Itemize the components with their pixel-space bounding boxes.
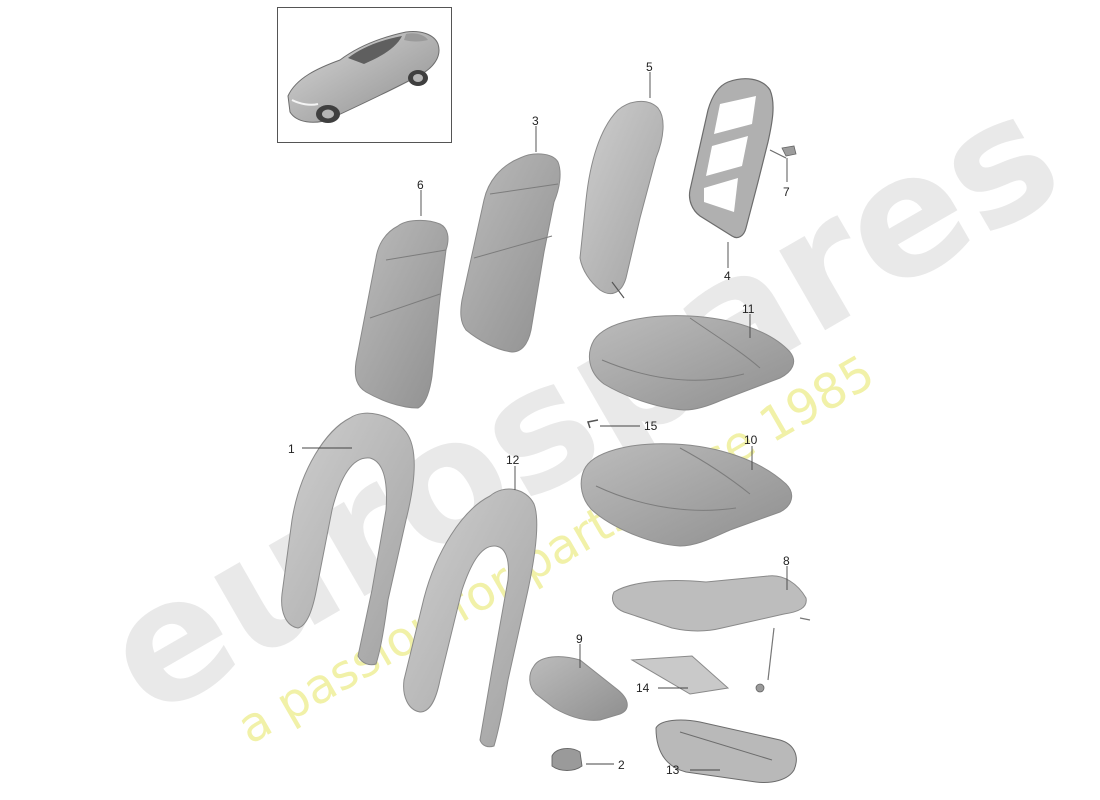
- callout-1: 1: [288, 442, 295, 456]
- part-6-seat-back-pad: [354, 219, 449, 409]
- part-3-seat-back-cushion: [460, 153, 561, 353]
- part-5-backrest-shell: [579, 101, 664, 299]
- callout-12: 12: [506, 453, 520, 467]
- part-2-bracket: [551, 748, 583, 771]
- callout-10: 10: [744, 433, 758, 447]
- watermark: eurospares a passion for parts since 198…: [72, 54, 1090, 756]
- part-4-backrest-frame: [688, 78, 787, 239]
- car-thumbnail-icon: [287, 31, 440, 123]
- callout-4: 4: [724, 269, 731, 283]
- callout-6: 6: [417, 178, 424, 192]
- part-12-side-bolster-right: [403, 488, 538, 748]
- part-10-seat-cushion: [580, 443, 793, 547]
- watermark-brand: eurospares: [72, 54, 1090, 755]
- part-7-clip: [781, 145, 797, 157]
- callout-3: 3: [532, 114, 539, 128]
- part-1-side-bolster-left: [281, 412, 415, 666]
- part-13-seat-pan: [655, 719, 797, 783]
- part-9-thigh-support-pad: [529, 656, 628, 721]
- part-15-retaining-clip: [587, 419, 599, 429]
- callout-7: 7: [783, 185, 790, 199]
- callout-14: 14: [636, 681, 650, 695]
- callout-11: 11: [742, 302, 755, 316]
- vehicle-thumbnail: [277, 7, 452, 143]
- callout-15: 15: [644, 419, 658, 433]
- callout-leaders: [302, 72, 788, 771]
- part-11-seat-cushion-cover: [588, 315, 795, 411]
- callout-labels: 1 2 3 4 5 6 7 8 9 10 11 12 13 14 15: [288, 60, 790, 777]
- callout-8: 8: [783, 554, 790, 568]
- part-8-seat-heating-pad: [611, 575, 811, 693]
- callout-9: 9: [576, 632, 583, 646]
- part-14-heating-mat: [630, 655, 730, 695]
- callout-2: 2: [618, 758, 625, 772]
- callout-5: 5: [646, 60, 653, 74]
- callout-13: 13: [666, 763, 680, 777]
